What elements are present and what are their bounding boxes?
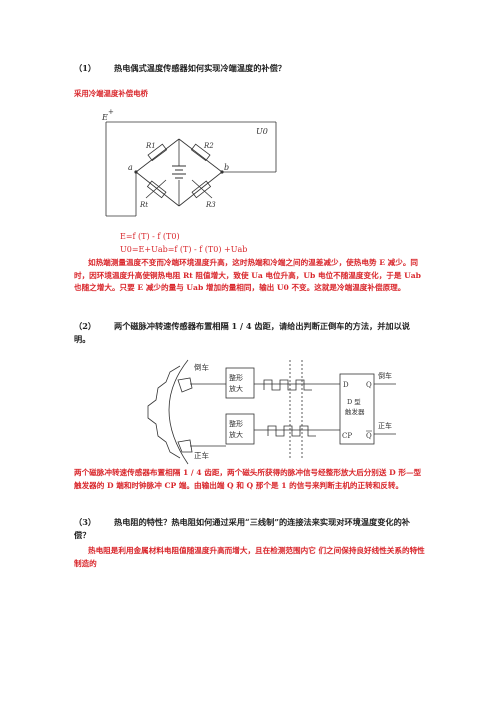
output-forward-label: 正车 (378, 421, 392, 430)
question-1-title: 热电偶式温度传感器如何实现冷端温度的补偿？ (114, 63, 286, 73)
formula-2: U0=E+Uab=f (T) - f (T0) +Uab (120, 245, 248, 254)
formula-1: E=f (T) - f (T0) (120, 232, 180, 241)
question-1: （1） 热电偶式温度传感器如何实现冷端温度的补偿？ (74, 62, 286, 75)
question-1-number: （1） (74, 63, 97, 73)
reverse-label: 倒车 (194, 362, 209, 372)
ff-cp-label: CP (342, 432, 352, 440)
output-reverse-label: 倒车 (378, 371, 392, 380)
speed-sensor-diagram: 倒车 正车 整形 放大 整形 放大 D Q D 型 触发器 CP Q 倒车 正车 (147, 359, 396, 465)
question-3: （3）热电阻的特性？热电阻如何通过采用“三线制”的连接法来实现对环境温度变化的补… (74, 516, 426, 542)
forward-label: 正车 (194, 450, 209, 460)
r1-label: R1 (145, 142, 156, 150)
question-2-title: 两个磁脉冲转速传感器布置相隔 1 / 4 齿距，请给出判断正倒车的方法，并加以说… (74, 321, 410, 344)
node-a-label: a (128, 163, 133, 172)
output-label: U0 (256, 127, 268, 136)
q1-subtitle: 采用冷端温度补偿电桥 (74, 89, 148, 98)
r2-label: R2 (203, 142, 214, 150)
q2-answer: 两个磁脉冲转速传感器布置相隔 1 / 4 齿距，两个磁头所获得的脉冲信号经整形放… (74, 468, 422, 490)
plus-label: + (108, 108, 114, 116)
amp1-line1: 整形 (229, 373, 243, 382)
r3-label: R3 (205, 201, 216, 209)
question-2-number: （2） (74, 321, 97, 331)
ff-type-line2: 触发器 (345, 407, 365, 416)
amp2-line2: 放大 (229, 430, 243, 439)
rt-label: Rt (139, 201, 148, 209)
ff-qbar-label: Q (366, 432, 372, 440)
amp1-line2: 放大 (229, 384, 243, 393)
emf-label: E (101, 113, 108, 122)
ff-type-line1: D 型 (347, 397, 361, 406)
question-2: （2）两个磁脉冲转速传感器布置相隔 1 / 4 齿距，请给出判断正倒车的方法，并… (74, 320, 426, 346)
compensation-bridge-diagram: + E U0 R1 R2 Rt R3 a b (101, 108, 277, 217)
q1-answer: 如热端测量温度不变而冷端环境温度升高，这时热端和冷端之间的温差减少，使热电势 E… (74, 258, 421, 293)
q3-answer: 热电阻是利用金属材料电阻值随温度升高而增大，且在检测范围内它 们之间保持良好线性… (74, 546, 425, 568)
question-3-number: （3） (74, 517, 97, 527)
node-b-label: b (224, 163, 229, 172)
question-3-title: 热电阻的特性？热电阻如何通过采用“三线制”的连接法来实现对环境温度变化的补偿？ (74, 517, 410, 540)
ff-d-label: D (343, 381, 349, 389)
amp2-line1: 整形 (229, 419, 243, 428)
ff-q-label: Q (366, 381, 372, 389)
